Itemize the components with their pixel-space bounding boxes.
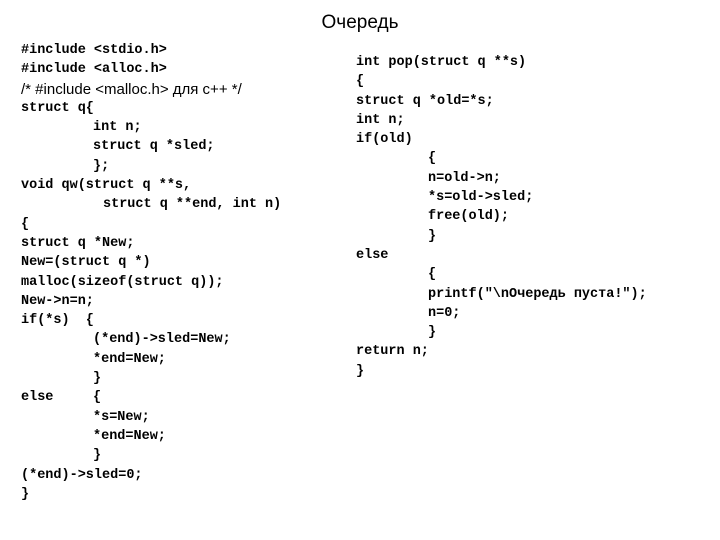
code-line-text: } [356,363,365,379]
code-line-text: n=old->n; [428,170,501,186]
code-line-text: #include <stdio.h> [21,43,167,58]
code-line-text: else [356,247,389,263]
code-line-text: void qw(struct q **s, [21,178,192,194]
code-line-text: struct q *New; [21,235,135,251]
code-line-text: /* #include <malloc.h> для c++ */ [21,80,242,98]
code-line-text: int pop(struct q **s) [356,55,527,70]
code-line-text: struct q{ [21,100,94,116]
code-line-text: return n; [356,344,429,360]
code-line-text: else [21,390,54,406]
code-line-text: n=0; [428,305,461,321]
code-line-text: malloc(sizeof(struct q)); [21,274,224,290]
code-line-text: *s=New; [93,409,150,425]
code-line-text: New->n=n; [21,293,94,309]
code-line-text: *end=New; [93,428,166,444]
code-line-text: *end=New; [93,351,166,367]
code-line-text: { [356,74,365,90]
code-line-text: struct q *sled; [93,139,215,155]
code-line-text: free(old); [428,209,510,225]
code-line-text: } [21,486,30,502]
code-line-brace: { [93,390,102,406]
code-line-text: struct q **end, int n) [103,197,282,213]
code-line-text: (*end)->sled=New; [93,332,231,348]
code-line-text: } [428,228,437,244]
code-line-text: if(old) [356,132,413,148]
code-line-text: struct q *old=*s; [356,93,494,109]
code-line-text: { [21,216,30,232]
code-line-text: { [428,151,437,167]
code-line-text: printf("\nОчередь пуста!"); [428,286,647,302]
code-line-text: (*end)->sled=0; [21,467,143,483]
code-line-text: if(*s) { [21,313,94,329]
code-line-text: } [93,371,102,387]
page-title: Очередь [321,12,399,33]
code-line-text: } [93,448,102,464]
code-line-text: { [428,267,437,283]
code-line-text: *s=old->sled; [428,190,534,206]
code-line-text: }; [93,158,110,174]
code-line-text: #include <alloc.h> [21,62,167,78]
code-line-text: int n; [356,112,405,128]
code-line-text: New=(struct q *) [21,255,151,271]
code-line-text: } [428,325,437,341]
code-line-text: int n; [93,120,142,136]
